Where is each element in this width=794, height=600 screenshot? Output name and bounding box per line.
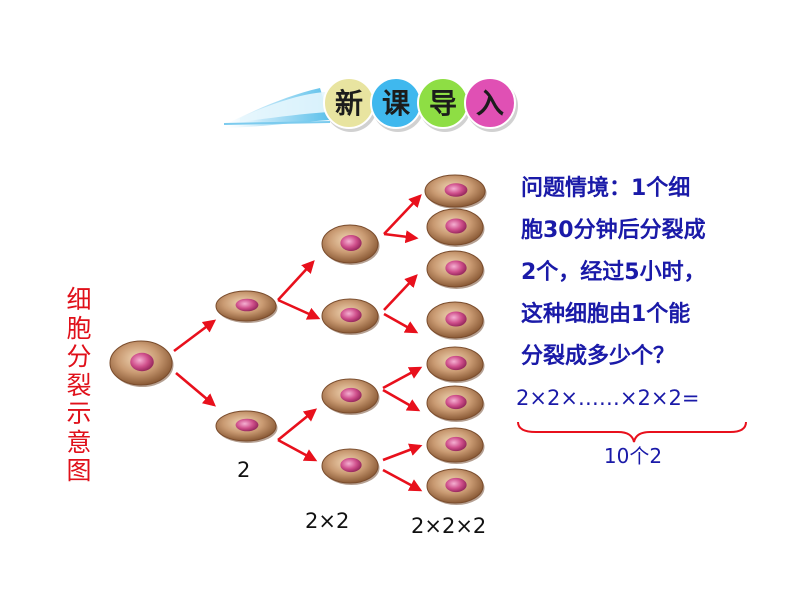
cell [321, 224, 380, 265]
division-arrow [175, 372, 216, 407]
division-arrow [277, 438, 318, 462]
diagram-caption: 细胞分裂示意图 [62, 285, 96, 486]
nucleus [445, 394, 467, 410]
caption-char: 细 [66, 285, 92, 314]
banner-char-2: 课 [370, 77, 424, 132]
cell [426, 385, 485, 422]
cell [215, 410, 278, 443]
cell [426, 208, 485, 247]
cell [321, 298, 380, 335]
nucleus [445, 218, 467, 234]
problem-line: 问题情境：1个细 [521, 176, 691, 201]
division-arrow [383, 312, 419, 334]
nucleus [235, 298, 259, 312]
banner: 新课导入 [218, 77, 518, 132]
caption-char: 胞 [66, 313, 92, 343]
svg-text:导: 导 [429, 87, 457, 120]
caption-char: 示 [66, 399, 92, 428]
arrow-layer [173, 194, 423, 492]
cell [426, 468, 485, 505]
nucleus [445, 477, 467, 493]
nucleus [445, 311, 467, 327]
caption-char: 裂 [66, 370, 92, 400]
division-arrow [277, 408, 318, 442]
cell [109, 340, 174, 387]
nucleus [340, 307, 362, 323]
brace-label: 10个2 [603, 444, 663, 468]
problem-line: 2个，经过5小时， [521, 260, 706, 285]
nucleus [445, 436, 467, 452]
cell [215, 290, 278, 323]
cell [424, 174, 487, 209]
problem-statement: 问题情境：1个细胞30分钟后分裂成 2个，经过5小时， 这种细胞由1个能分裂成多少个… [521, 168, 771, 378]
nucleus [340, 457, 362, 473]
cell [426, 346, 485, 383]
banner-char-1: 新 [323, 77, 377, 132]
division-arrow [382, 366, 423, 390]
banner-char-4: 入 [464, 77, 518, 132]
nucleus [445, 355, 467, 371]
division-arrow [382, 443, 423, 462]
book-page-icon [240, 92, 328, 122]
division-arrow [383, 274, 418, 311]
svg-text:课: 课 [382, 87, 411, 120]
caption-char: 图 [66, 456, 92, 485]
nucleus [235, 418, 259, 432]
cell [321, 378, 380, 415]
nucleus [130, 352, 154, 372]
division-arrow [382, 388, 421, 412]
generation-label-1: 2 [237, 458, 251, 482]
problem-line: 分裂成多少个？ [521, 344, 676, 369]
nucleus [445, 260, 467, 276]
cell [426, 427, 485, 464]
division-arrow [277, 260, 315, 301]
division-arrow [383, 194, 422, 235]
caption-char: 意 [66, 427, 92, 457]
division-arrow [173, 319, 217, 353]
cell [426, 250, 485, 289]
division-arrow [383, 230, 419, 244]
cell-layer [109, 174, 487, 505]
banner-char-3: 导 [417, 77, 471, 132]
equation-text: 2×2×……×2×2= [516, 386, 700, 410]
svg-text:入: 入 [476, 87, 504, 120]
division-arrow [277, 298, 321, 320]
problem-line: 胞30分钟后分裂成 [521, 218, 706, 243]
nucleus [340, 387, 362, 403]
problem-line: 这种细胞由1个能 [521, 302, 691, 327]
caption-char: 分 [66, 342, 92, 371]
svg-text:新: 新 [335, 87, 363, 120]
nucleus [340, 235, 362, 251]
nucleus [444, 183, 468, 197]
division-arrow [382, 468, 423, 492]
cell [426, 301, 485, 340]
generation-label-3: 2×2×2 [411, 514, 487, 538]
cell [321, 448, 380, 485]
generation-label-2: 2×2 [305, 509, 350, 533]
curly-brace [517, 421, 747, 443]
